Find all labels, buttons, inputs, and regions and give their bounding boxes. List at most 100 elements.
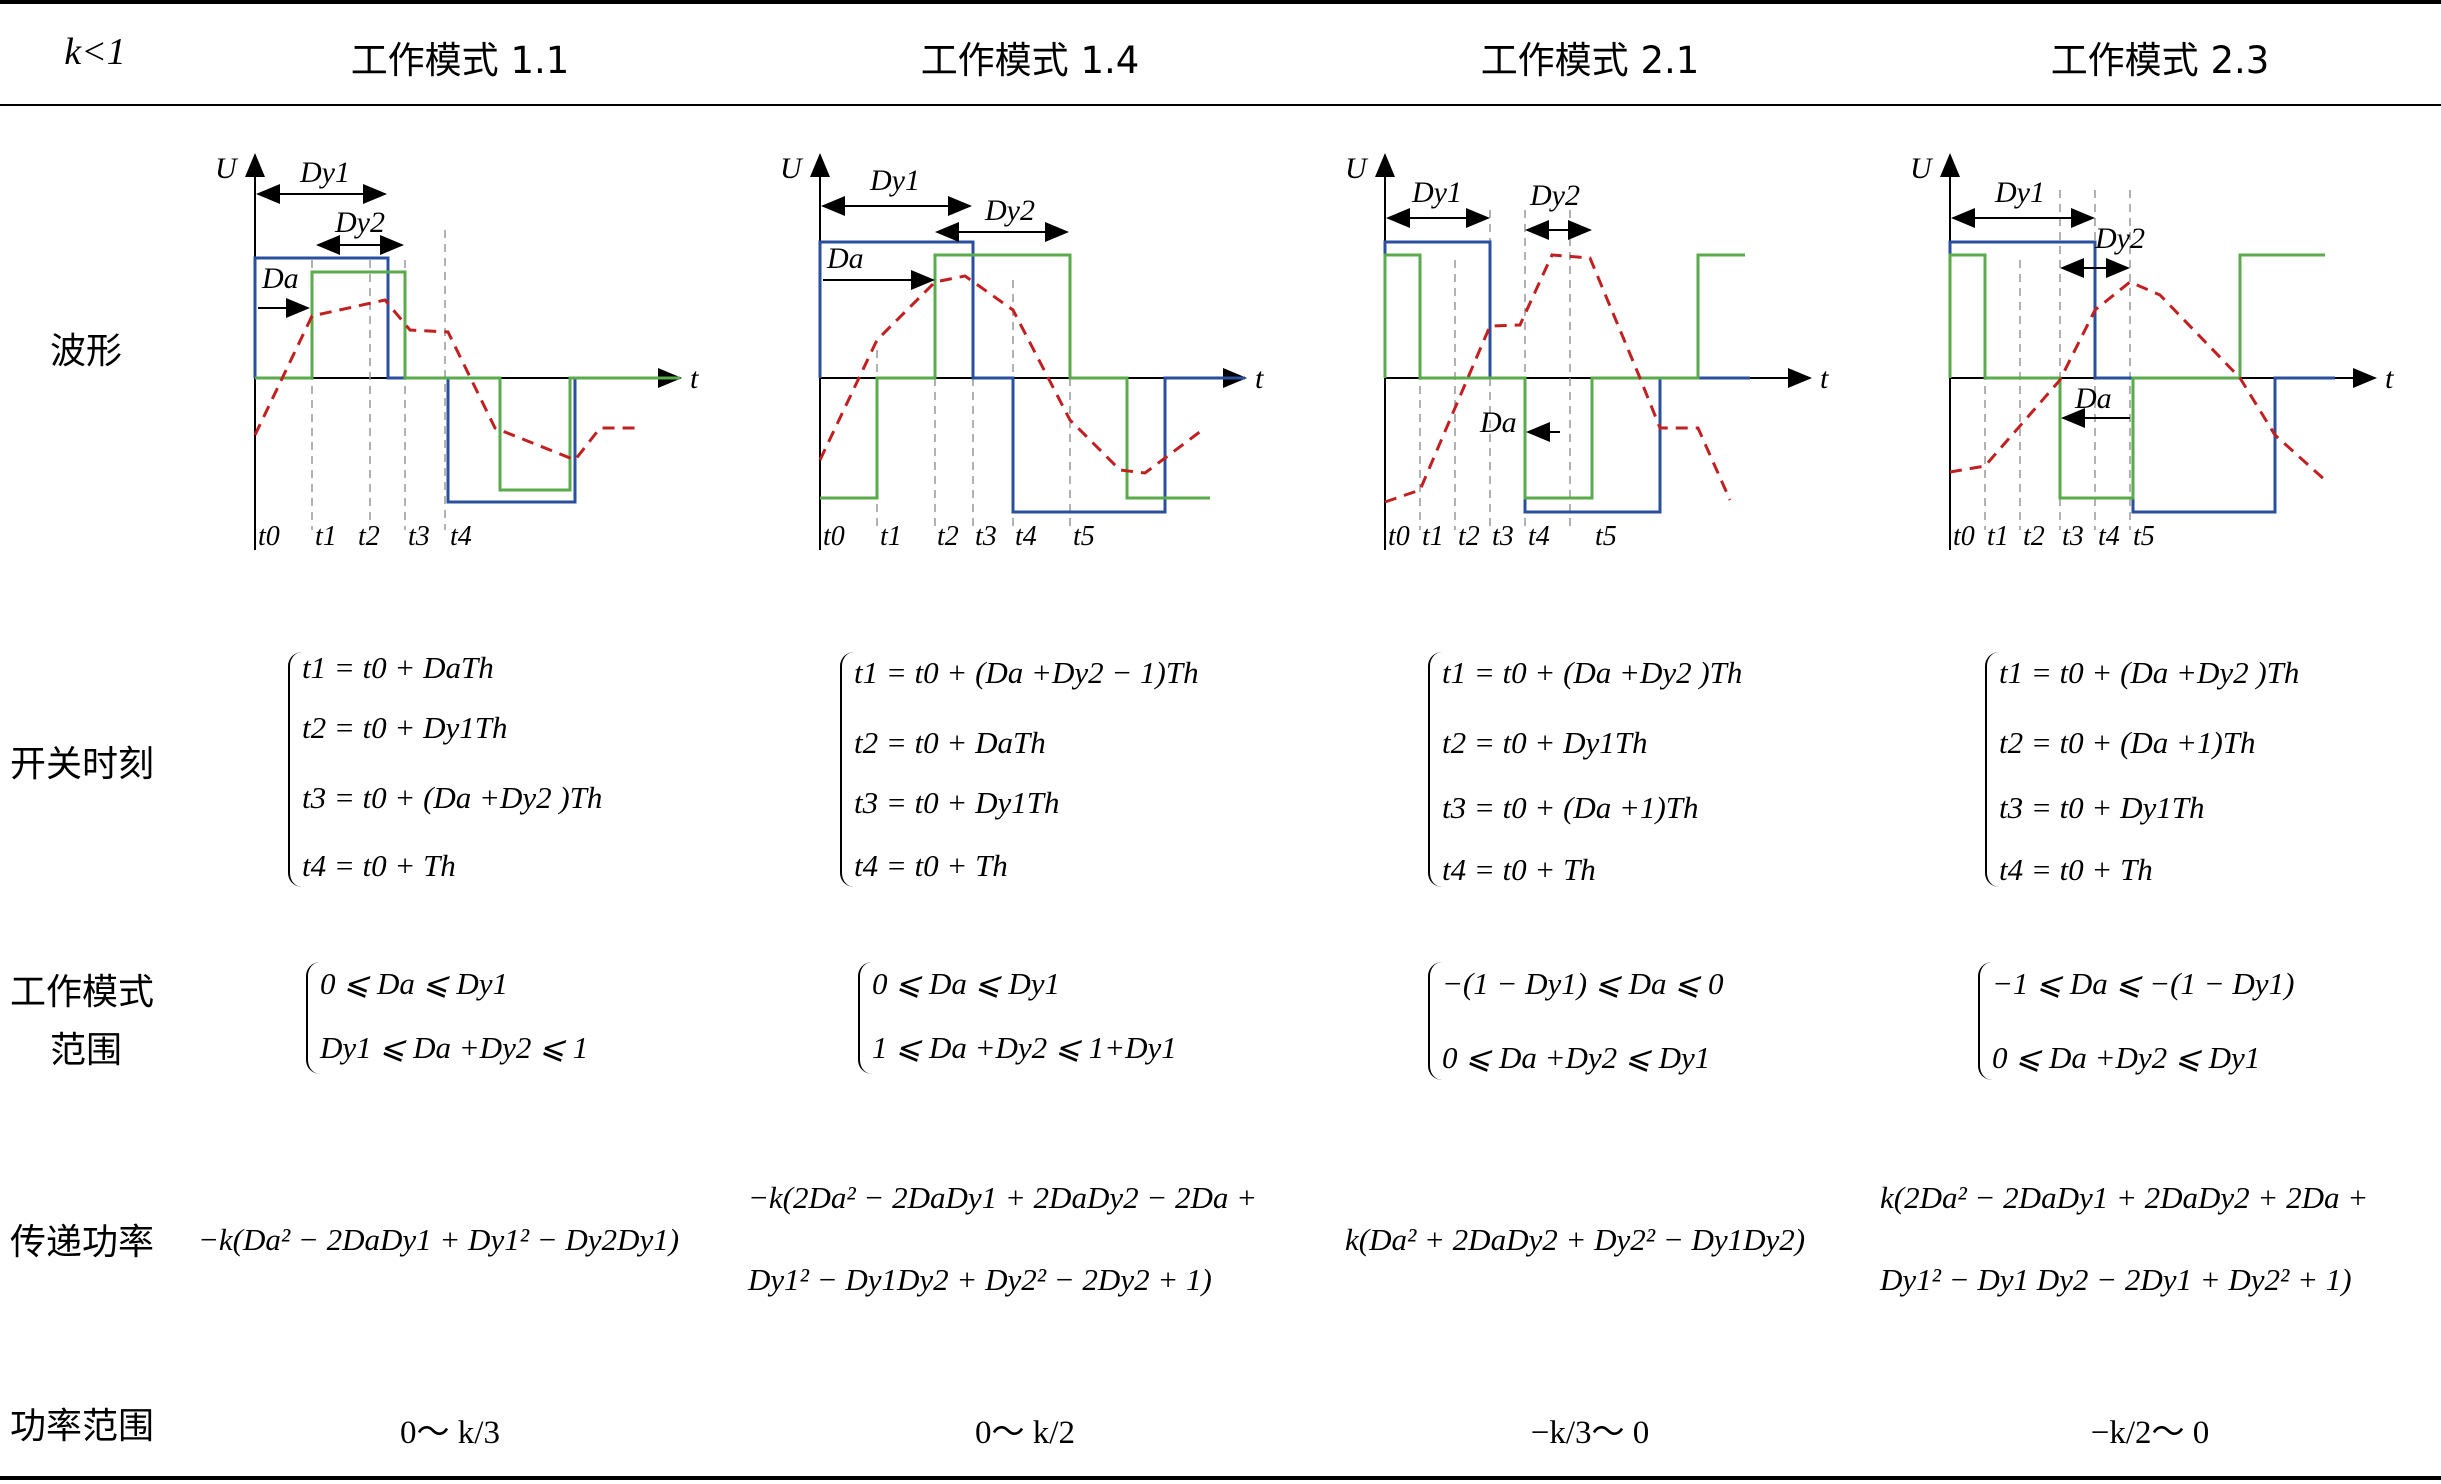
power-4-line-2: Dy1² − Dy1 Dy2 − 2Dy1 + Dy2² + 1) (1880, 1262, 2352, 1297)
switching-4-eq-4: t4 = t0 + Th (1999, 852, 2153, 887)
header-corner: k<1 (64, 31, 126, 73)
power-1-line-1: −k(Da² − 2DaDy1 + Dy1² − Dy2Dy1) (198, 1222, 680, 1257)
wave1-label-dy2: Dy2 (334, 206, 385, 239)
switching-3-eq-4: t4 = t0 + Th (1442, 852, 1596, 887)
power-3-line-1: k(Da² + 2DaDy2 + Dy2² − Dy1Dy2) (1345, 1222, 1806, 1257)
switching-brace-4 (1985, 652, 1999, 887)
switching-brace-1 (288, 652, 302, 887)
waveform-mode-2-1: U t Dy1 Dy2 Da t0 t1 t2 t3 t4 t5 (1345, 152, 1829, 552)
wave2-t5: t5 (1073, 521, 1095, 552)
range-1-line-1: 0 ⩽ Da ⩽ Dy1 (320, 966, 508, 1001)
row-label-waveform: 波形 (50, 331, 123, 372)
range-4-line-2: 0 ⩽ Da +Dy2 ⩽ Dy1 (1992, 1040, 2261, 1075)
wave4-t3: t3 (2062, 521, 2084, 552)
row-label-power-range: 功率范围 (10, 1406, 155, 1447)
range-brace-2 (858, 962, 872, 1074)
switching-2-eq-4: t4 = t0 + Th (854, 848, 1008, 883)
row-label-power: 传递功率 (10, 1222, 155, 1263)
waveform-mode-1-4: U t Dy1 Dy2 Da t0 t1 t2 t3 t4 t5 (780, 152, 1264, 552)
power-4-line-1: k(2Da² − 2DaDy1 + 2DaDy2 + 2Da + (1880, 1180, 2369, 1215)
wave4-t0: t0 (1953, 521, 1975, 552)
wave1-label-dy1: Dy1 (299, 156, 350, 189)
wave3-t4: t4 (1528, 521, 1550, 552)
power-range-3: −k/3～ 0 (1530, 1415, 1650, 1451)
waveform-mode-1-1: U t Dy1 Dy2 Da t0 t1 t2 t3 t4 (215, 152, 699, 552)
switching-3-eq-2: t2 = t0 + Dy1Th (1442, 725, 1648, 760)
wave4-t1: t1 (1987, 521, 2009, 552)
wave1-t0: t0 (258, 521, 280, 552)
wave3-label-dy2: Dy2 (1529, 179, 1580, 212)
wave2-t2: t2 (937, 521, 959, 552)
wave4-label-dy2: Dy2 (2094, 222, 2145, 255)
switching-4-eq-2: t2 = t0 + (Da +1)Th (1999, 725, 2256, 760)
power-range-2: 0～ k/2 (975, 1415, 1075, 1451)
switching-4-eq-3: t3 = t0 + Dy1Th (1999, 790, 2205, 825)
wave4-t2: t2 (2023, 521, 2045, 552)
header-mode-2-3: 工作模式 2.3 (2050, 39, 2270, 82)
wave1-t1: t1 (315, 521, 337, 552)
wave1-t3: t3 (408, 521, 430, 552)
wave2-t4: t4 (1015, 521, 1037, 552)
switching-3-eq-1: t1 = t0 + (Da +Dy2 )Th (1442, 655, 1743, 690)
switching-1-eq-1: t1 = t0 + DaTh (302, 650, 494, 685)
wave4-t5: t5 (2133, 521, 2155, 552)
wave4-axis-u: U (1910, 152, 1934, 185)
range-2-line-2: 1 ⩽ Da +Dy2 ⩽ 1+Dy1 (872, 1030, 1177, 1065)
header-mode-1-1: 工作模式 1.1 (350, 39, 570, 82)
wave2-label-dy1: Dy1 (869, 164, 920, 197)
wave1-axis-u: U (215, 152, 239, 185)
range-3-line-2: 0 ⩽ Da +Dy2 ⩽ Dy1 (1442, 1040, 1711, 1075)
wave2-label-da: Da (826, 242, 864, 275)
wave3-axis-t: t (1820, 362, 1829, 395)
switching-4-eq-1: t1 = t0 + (Da +Dy2 )Th (1999, 655, 2300, 690)
switching-2-eq-3: t3 = t0 + Dy1Th (854, 785, 1060, 820)
range-brace-4 (1978, 962, 1992, 1080)
header-mode-2-1: 工作模式 2.1 (1480, 39, 1700, 82)
switching-brace-3 (1428, 652, 1442, 887)
wave4-axis-t: t (2385, 362, 2394, 395)
range-2-line-1: 0 ⩽ Da ⩽ Dy1 (872, 966, 1060, 1001)
range-1-line-2: Dy1 ⩽ Da +Dy2 ⩽ 1 (320, 1030, 589, 1065)
power-2-line-2: Dy1² − Dy1Dy2 + Dy2² − 2Dy2 + 1) (748, 1262, 1212, 1297)
wave1-label-da: Da (261, 262, 299, 295)
bottom-rule (0, 1476, 2441, 1480)
wave3-label-da: Da (1479, 406, 1517, 439)
wave2-axis-u: U (780, 152, 804, 185)
header-mode-1-4: 工作模式 1.4 (920, 39, 1140, 82)
switching-brace-2 (840, 652, 854, 887)
wave3-t1: t1 (1422, 521, 1444, 552)
top-rule (0, 0, 2441, 4)
switching-2-eq-1: t1 = t0 + (Da +Dy2 − 1)Th (854, 655, 1199, 690)
wave2-t3: t3 (975, 521, 997, 552)
waveform-mode-2-3: U t Dy1 Dy2 Da t0 t1 t2 t3 t4 t5 (1910, 152, 2394, 552)
power-range-4: −k/2～ 0 (2090, 1415, 2210, 1451)
range-3-line-1: −(1 − Dy1) ⩽ Da ⩽ 0 (1442, 966, 1724, 1001)
row-label-mode-range-2: 范围 (50, 1030, 123, 1071)
wave2-label-dy2: Dy2 (984, 194, 1035, 227)
wave2-t1: t1 (880, 521, 902, 552)
wave1-t2: t2 (358, 521, 380, 552)
power-2-line-1: −k(2Da² − 2DaDy1 + 2DaDy2 − 2Da + (748, 1180, 1258, 1215)
wave3-t5: t5 (1595, 521, 1617, 552)
switching-3-eq-3: t3 = t0 + (Da +1)Th (1442, 790, 1699, 825)
header-rule (0, 104, 2441, 106)
switching-1-eq-4: t4 = t0 + Th (302, 848, 456, 883)
wave3-t0: t0 (1388, 521, 1410, 552)
range-4-line-1: −1 ⩽ Da ⩽ −(1 − Dy1) (1992, 966, 2295, 1001)
switching-1-eq-3: t3 = t0 + (Da +Dy2 )Th (302, 780, 603, 815)
row-label-mode-range-1: 工作模式 (10, 972, 155, 1013)
wave3-axis-u: U (1345, 152, 1369, 185)
power-range-1: 0～ k/3 (400, 1415, 500, 1451)
wave4-label-dy1: Dy1 (1994, 176, 2045, 209)
wave3-t3: t3 (1492, 521, 1514, 552)
wave2-axis-t: t (1255, 362, 1264, 395)
range-brace-1 (306, 962, 320, 1074)
wave3-t2: t2 (1458, 521, 1480, 552)
wave2-t0: t0 (823, 521, 845, 552)
wave1-axis-t: t (690, 362, 699, 395)
wave3-label-dy1: Dy1 (1411, 176, 1462, 209)
wave1-t4: t4 (450, 521, 472, 552)
wave4-label-da: Da (2074, 382, 2112, 415)
switching-2-eq-2: t2 = t0 + DaTh (854, 725, 1046, 760)
wave4-t4: t4 (2098, 521, 2120, 552)
